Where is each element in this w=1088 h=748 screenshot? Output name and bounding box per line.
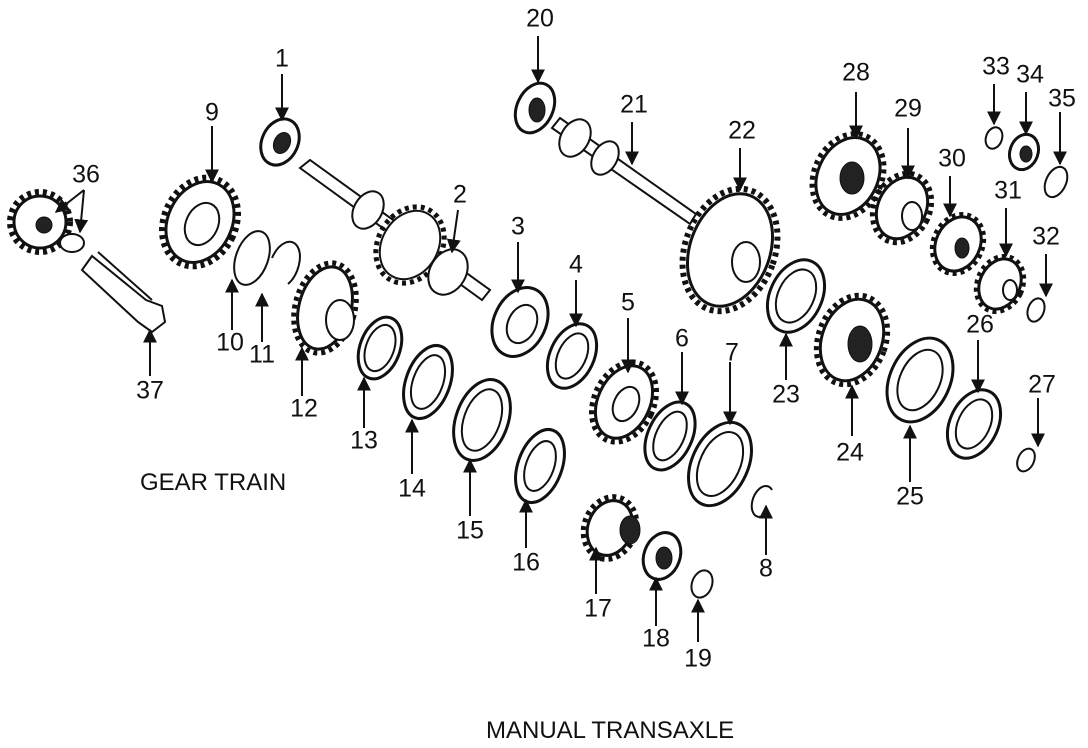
- callout-13: 13: [350, 427, 378, 455]
- callout-1: 1: [275, 45, 289, 73]
- part-17-gear: [580, 494, 641, 562]
- caption-manual-transaxle: MANUAL TRANSAXLE: [486, 717, 734, 744]
- part-30-gear: [929, 211, 987, 277]
- callout-37: 37: [136, 377, 164, 405]
- part-26-ring: [945, 388, 1003, 460]
- part-7-sleeve: [687, 420, 753, 508]
- part-36-gear: [7, 189, 73, 255]
- callout-3: 3: [511, 213, 525, 241]
- part-5-gear: [589, 359, 659, 445]
- callout-16: 16: [512, 549, 540, 577]
- part-23-ring: [765, 258, 827, 334]
- part-3-bearing: [490, 286, 550, 358]
- callout-12: 12: [290, 395, 318, 423]
- callout-4: 4: [569, 251, 583, 279]
- part-24-assembly: [813, 292, 891, 388]
- part-14-hub: [402, 344, 454, 420]
- callout-29: 29: [894, 95, 922, 123]
- part-11-clip: [271, 240, 301, 285]
- callout-20: 20: [526, 5, 554, 33]
- callout-14: 14: [398, 475, 426, 503]
- part-25-sleeve: [885, 336, 955, 424]
- callout-9: 9: [205, 99, 219, 127]
- callout-8: 8: [759, 555, 773, 583]
- callout-5: 5: [621, 289, 635, 317]
- part-15-sleeve: [452, 378, 512, 462]
- part-6-ring: [643, 400, 697, 472]
- callout-32: 32: [1032, 223, 1060, 251]
- callout-18: 18: [642, 625, 670, 653]
- caption-gear-train: GEAR TRAIN: [140, 469, 286, 496]
- callout-30: 30: [938, 145, 966, 173]
- callout-21: 21: [620, 91, 648, 119]
- part-4-ring: [545, 322, 599, 390]
- callout-24: 24: [836, 439, 864, 467]
- callout-7: 7: [725, 339, 739, 367]
- part-9-gear: [159, 174, 241, 270]
- callout-10: 10: [216, 329, 244, 357]
- callout-33: 33: [982, 53, 1010, 81]
- callout-27: 27: [1028, 371, 1056, 399]
- callout-26: 26: [966, 311, 994, 339]
- part-29-gear: [869, 170, 935, 246]
- parts-illustration: [7, 81, 1069, 599]
- part-20-bearing: [513, 81, 557, 135]
- part-31-gear: [973, 253, 1027, 315]
- callout-34: 34: [1016, 61, 1044, 89]
- part-19-washer: [690, 569, 714, 599]
- callout-23: 23: [772, 381, 800, 409]
- part-36-pin: [59, 233, 85, 253]
- part-13-ring: [356, 315, 404, 381]
- part-34-bearing: [1007, 132, 1041, 172]
- part-16-ring: [514, 428, 566, 504]
- part-33-washer: [984, 126, 1004, 150]
- part-10-ring: [233, 230, 271, 286]
- part-1-bearing: [259, 117, 301, 167]
- callout-22: 22: [728, 117, 756, 145]
- callout-15: 15: [456, 517, 484, 545]
- callout-17: 17: [584, 595, 612, 623]
- callout-36: 36: [72, 161, 100, 189]
- callout-25: 25: [896, 483, 924, 511]
- part-27-clip: [1016, 447, 1036, 473]
- callout-28: 28: [842, 59, 870, 87]
- part-37-shaft: [80, 251, 167, 334]
- part-21-shaft: [550, 116, 698, 226]
- part-35-washer: [1043, 165, 1069, 199]
- part-32-washer: [1026, 297, 1046, 323]
- callout-35: 35: [1048, 85, 1076, 113]
- callout-2: 2: [453, 181, 467, 209]
- part-18-bearing: [641, 531, 683, 581]
- part-8-clip: [750, 485, 773, 518]
- leader-lines: [54, 36, 1067, 642]
- callout-31: 31: [994, 177, 1022, 205]
- callout-11: 11: [249, 341, 275, 369]
- callout-19: 19: [684, 645, 712, 673]
- callout-6: 6: [675, 325, 689, 353]
- part-2-shaft: [298, 158, 492, 302]
- callout-numbers: 1 2 3 4 5 6 7 8 9 10 11 12 13 14 15 16 1…: [72, 5, 1076, 673]
- part-12-gear: [291, 260, 359, 356]
